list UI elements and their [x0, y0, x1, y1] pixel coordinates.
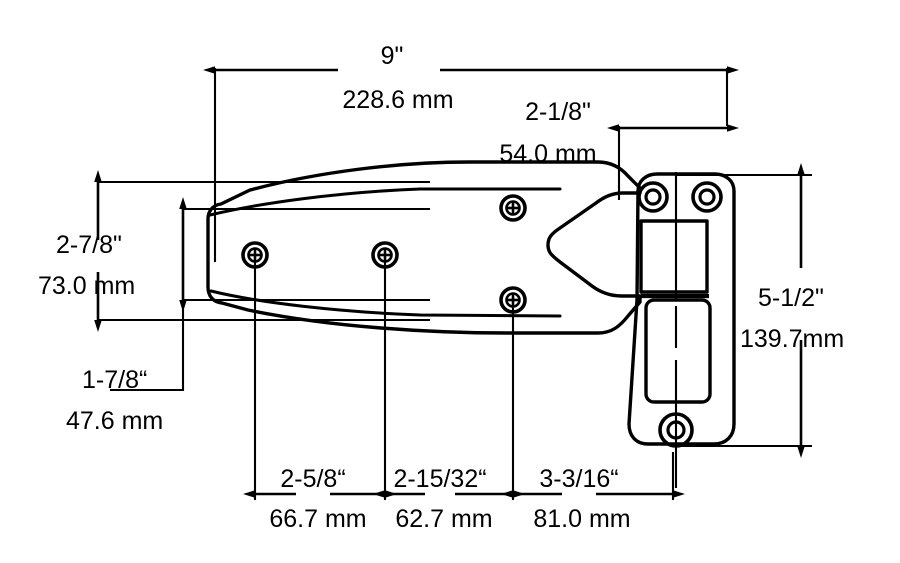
label-hole-spacing-1-imperial: 2-5/8“ — [280, 465, 345, 493]
label-right-plate-width-metric: 54.0 mm — [499, 140, 596, 168]
leaf-upper-contour — [208, 187, 562, 217]
label-hole-spacing-1-metric: 66.7 mm — [269, 505, 366, 533]
label-inner-height-imperial: 1-7/8“ — [82, 366, 147, 394]
label-outer-height-metric: 73.0 mm — [38, 272, 135, 300]
dimension-labels: 9" 228.6 mm 2-1/8" 54.0 mm 2-7/8" 73.0 m… — [38, 42, 844, 533]
label-hole-spacing-2-imperial: 2-15/32“ — [393, 465, 486, 493]
label-overall-height-metric: 139.7mm — [740, 325, 844, 353]
label-hole-spacing-3-metric: 81.0 mm — [533, 505, 630, 533]
hinge-body — [206, 160, 642, 335]
mounting-plate — [627, 172, 736, 446]
label-inner-height-metric: 47.6 mm — [66, 407, 163, 435]
lower-recess — [644, 298, 712, 404]
label-outer-height-imperial: 2-7/8" — [56, 231, 122, 259]
label-overall-length-metric: 228.6 mm — [342, 86, 453, 114]
label-right-plate-width-imperial: 2-1/8" — [525, 98, 591, 126]
label-overall-length-imperial: 9" — [381, 42, 404, 70]
leaf-outline — [206, 160, 642, 335]
label-overall-height-imperial: 5-1/2" — [758, 284, 824, 312]
extension-lines — [98, 68, 812, 500]
mount-hole-left — [637, 181, 669, 213]
label-hole-spacing-2-metric: 62.7 mm — [395, 505, 492, 533]
mount-hole-right — [691, 181, 723, 213]
mounting-plate-outline — [627, 172, 736, 446]
leaf-screw-holes — [241, 194, 527, 314]
leaf-lower-contour — [209, 289, 562, 318]
screw-hole-top — [499, 194, 527, 222]
upper-recess — [639, 219, 709, 294]
upper-recess-outline — [639, 219, 709, 294]
lower-recess-outline — [644, 298, 712, 404]
leader-178 — [110, 300, 185, 392]
label-hole-spacing-3-imperial: 3-3/16“ — [539, 465, 618, 493]
dimension-lines — [94, 66, 805, 498]
